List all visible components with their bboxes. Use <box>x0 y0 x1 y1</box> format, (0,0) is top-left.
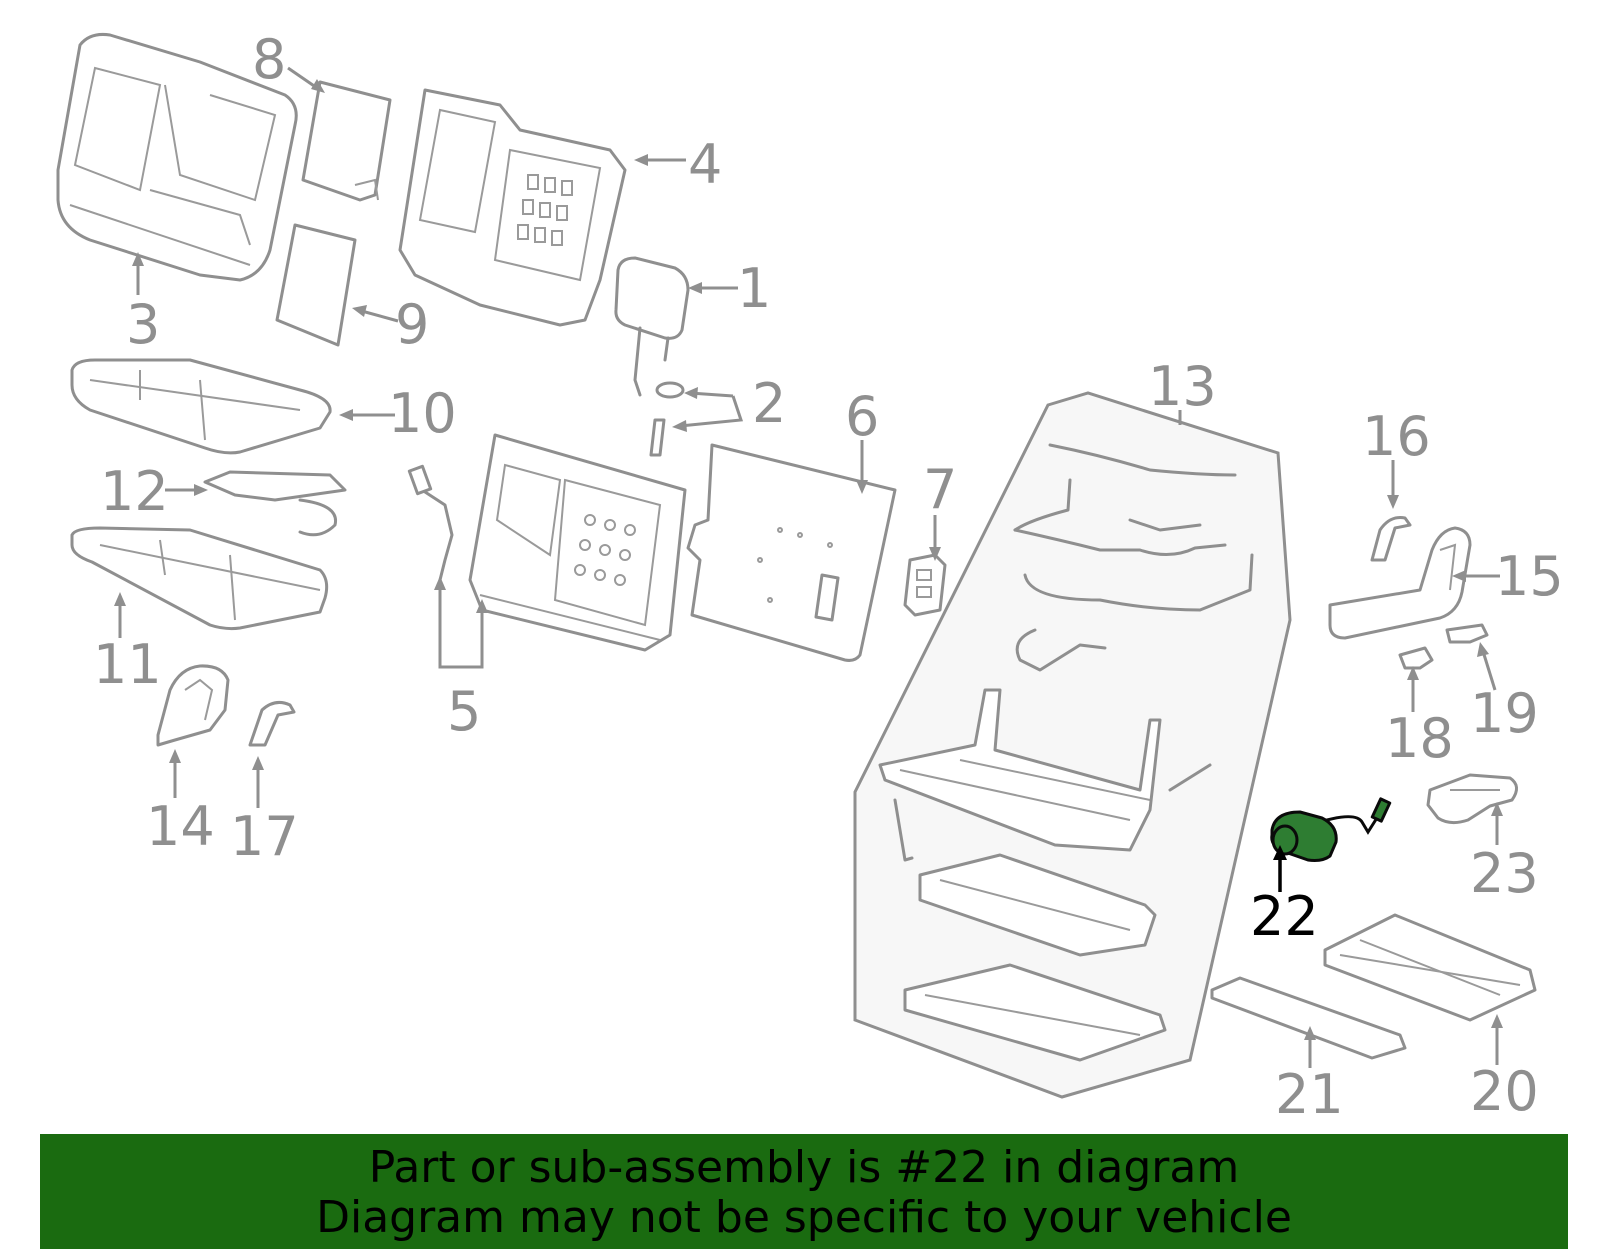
banner-line-2: Diagram may not be specific to your vehi… <box>316 1192 1292 1243</box>
part-6-back-panel <box>686 443 897 662</box>
callout-5[interactable]: 5 <box>447 680 481 743</box>
callout-19[interactable]: 19 <box>1470 682 1539 745</box>
part-9-pad <box>275 223 357 347</box>
callout-14[interactable]: 14 <box>146 795 215 858</box>
callout-23[interactable]: 23 <box>1470 842 1539 905</box>
callout-2[interactable]: 2 <box>752 372 786 435</box>
part-11-cushion-frame <box>70 526 329 631</box>
callout-16[interactable]: 16 <box>1362 405 1431 468</box>
callout-1[interactable]: 1 <box>737 257 771 320</box>
part-21-bar <box>1210 976 1407 1060</box>
leader-lines <box>114 66 1503 1068</box>
callout-4[interactable]: 4 <box>688 133 722 196</box>
callout-17[interactable]: 17 <box>230 805 299 868</box>
part-23-bracket <box>1426 773 1518 825</box>
callout-9[interactable]: 9 <box>395 293 429 356</box>
callout-18[interactable]: 18 <box>1385 707 1454 770</box>
part-10-cushion-cover <box>70 358 332 455</box>
callout-22[interactable]: 22 <box>1250 885 1319 948</box>
callout-10[interactable]: 10 <box>388 382 457 445</box>
part-17-trim-cap <box>248 700 296 747</box>
callout-12[interactable]: 12 <box>100 460 169 523</box>
part-4-seat-back-frame <box>398 88 627 327</box>
callout-6[interactable]: 6 <box>845 385 879 448</box>
callout-21[interactable]: 21 <box>1275 1063 1344 1126</box>
callout-7[interactable]: 7 <box>923 458 957 521</box>
callout-3[interactable]: 3 <box>126 293 160 356</box>
part-12-heater-mat <box>203 470 347 537</box>
part-15-side-cover <box>1328 526 1472 640</box>
part-13-seat-adjuster-group <box>853 391 1292 1099</box>
part-19-cap <box>1445 623 1489 644</box>
part-5-seat-back-frame-with-cable <box>407 433 687 652</box>
callout-15[interactable]: 15 <box>1495 545 1564 608</box>
part-8-pad <box>301 80 392 202</box>
part-18-cap <box>1398 646 1434 670</box>
callout-labels: 1 2 3 4 5 6 7 8 9 10 11 12 13 14 15 16 1… <box>93 28 1564 1126</box>
part-20-track-set <box>1323 913 1537 1022</box>
callout-11[interactable]: 11 <box>93 633 162 696</box>
part-16-trim-clip <box>1370 516 1412 562</box>
banner-line-1: Part or sub-assembly is #22 in diagram <box>368 1142 1240 1193</box>
callout-8[interactable]: 8 <box>252 28 286 91</box>
part-7-latch <box>903 553 947 617</box>
part-22-highlighted <box>1270 797 1392 862</box>
part-3-seat-back-cover <box>56 33 298 282</box>
callout-20[interactable]: 20 <box>1470 1060 1539 1123</box>
part-14-side-trim <box>156 664 230 747</box>
info-banner: Part or sub-assembly is #22 in diagram D… <box>40 1134 1568 1249</box>
part-1-headrest <box>614 256 690 397</box>
part-2-guides <box>649 381 685 457</box>
callout-13[interactable]: 13 <box>1148 355 1217 418</box>
